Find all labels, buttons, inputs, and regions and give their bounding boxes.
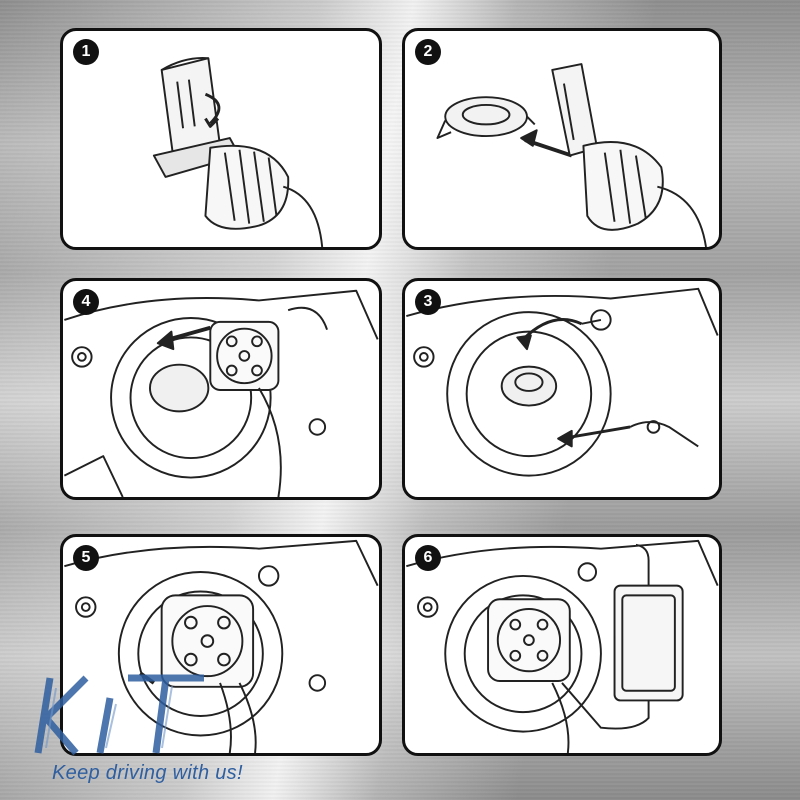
- step-panel-3: 3: [402, 278, 722, 500]
- step-panel-6: 6: [402, 534, 722, 756]
- kit-logo: [34, 674, 204, 756]
- led-bulb-twist-illustration: [152, 57, 324, 247]
- step-number-badge: 2: [415, 39, 441, 65]
- step-number-badge: 4: [73, 289, 99, 315]
- connect-driver-module-illustration: [406, 539, 719, 753]
- step-number-badge: 6: [415, 545, 441, 571]
- install-retainer-ring-illustration: [406, 287, 719, 477]
- step-number-badge: 1: [73, 39, 99, 65]
- remove-retainer-ring-illustration: [436, 63, 707, 247]
- step-panel-4: 4: [60, 278, 382, 500]
- step-panel-5: 5: [60, 534, 382, 756]
- brand-slogan: Keep driving with us!: [52, 762, 243, 784]
- step-panel-1: 1: [60, 28, 382, 250]
- step-number-badge: 5: [73, 545, 99, 571]
- step-panel-2: 2: [402, 28, 722, 250]
- step-number-badge: 3: [415, 289, 441, 315]
- insert-bulb-into-headlamp-illustration: [63, 289, 379, 497]
